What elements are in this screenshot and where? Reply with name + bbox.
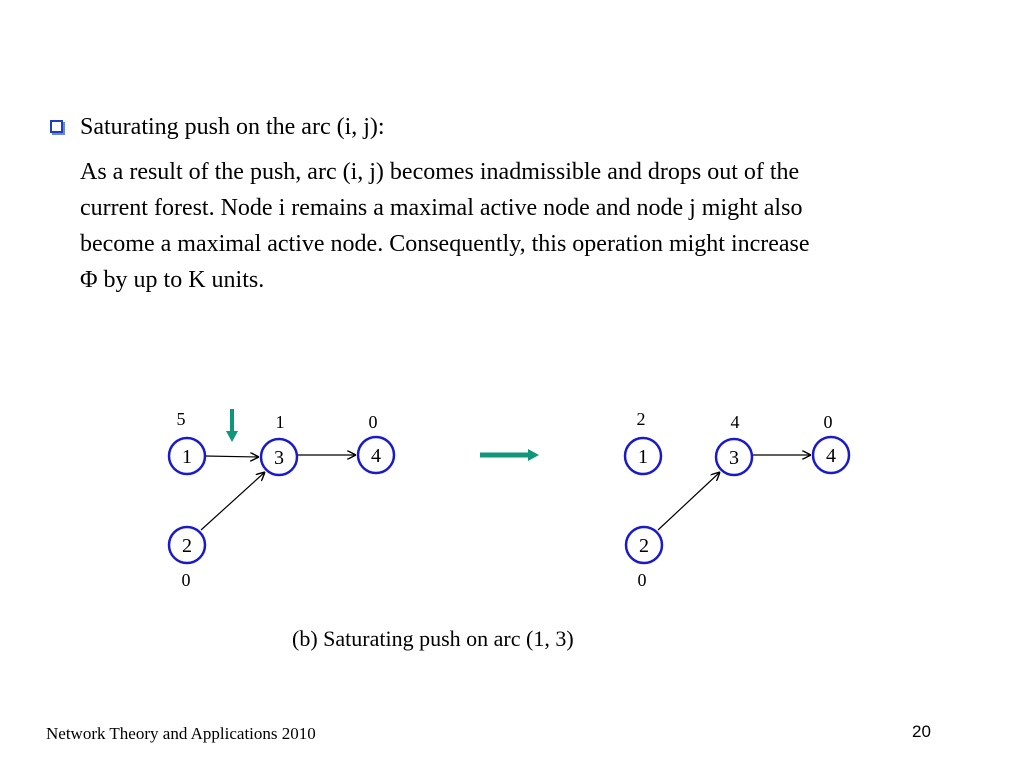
node-3 [259, 437, 299, 477]
excess-label: 0 [369, 412, 378, 432]
node-2 [167, 525, 207, 565]
bullet-square-icon [50, 120, 63, 133]
excess-label: 0 [182, 570, 191, 590]
arc-2-3 [657, 472, 720, 531]
node-1 [167, 436, 207, 476]
footer-title: Network Theory and Applications 2010 [46, 724, 316, 743]
body-line: As a result of the push, arc (i, j) beco… [80, 159, 800, 185]
figure-caption: (b) Saturating push on arc (1, 3) [292, 626, 574, 651]
body-line: Φ by up to K units. [80, 267, 265, 293]
body-paragraph: As a result of the push, arc (i, j) beco… [80, 154, 980, 298]
node-label: 2 [639, 535, 649, 557]
node-label: 1 [182, 446, 192, 468]
excess-label: 5 [177, 409, 186, 429]
excess-label: 0 [638, 570, 647, 590]
excess-label: 2 [637, 409, 646, 429]
excess-label: 4 [731, 412, 740, 432]
node-1 [623, 436, 663, 476]
arc-2-3 [200, 472, 265, 531]
network-before: 1 3 4 2 5 1 0 0 [167, 409, 396, 590]
bullet-title: Saturating push on the arc (i, j): [80, 114, 385, 140]
node-label: 4 [371, 445, 381, 467]
node-label: 3 [729, 447, 739, 469]
arc-1-3 [204, 456, 259, 457]
body-line: current forest. Node i remains a maximal… [80, 195, 803, 221]
excess-label: 0 [824, 412, 833, 432]
node-label: 2 [182, 535, 192, 557]
down-arrow-icon [226, 409, 238, 442]
excess-label: 1 [276, 412, 285, 432]
node-label: 3 [274, 447, 284, 469]
node-label: 1 [638, 446, 648, 468]
node-2 [624, 525, 664, 565]
right-arrow-icon [480, 449, 539, 461]
node-3 [714, 437, 754, 477]
node-4 [356, 435, 396, 475]
node-label: 4 [826, 445, 836, 467]
node-4 [811, 435, 851, 475]
page-number: 20 [912, 722, 931, 741]
body-line: become a maximal active node. Consequent… [80, 231, 810, 257]
network-after: 1 3 4 2 2 4 0 0 [623, 409, 851, 590]
